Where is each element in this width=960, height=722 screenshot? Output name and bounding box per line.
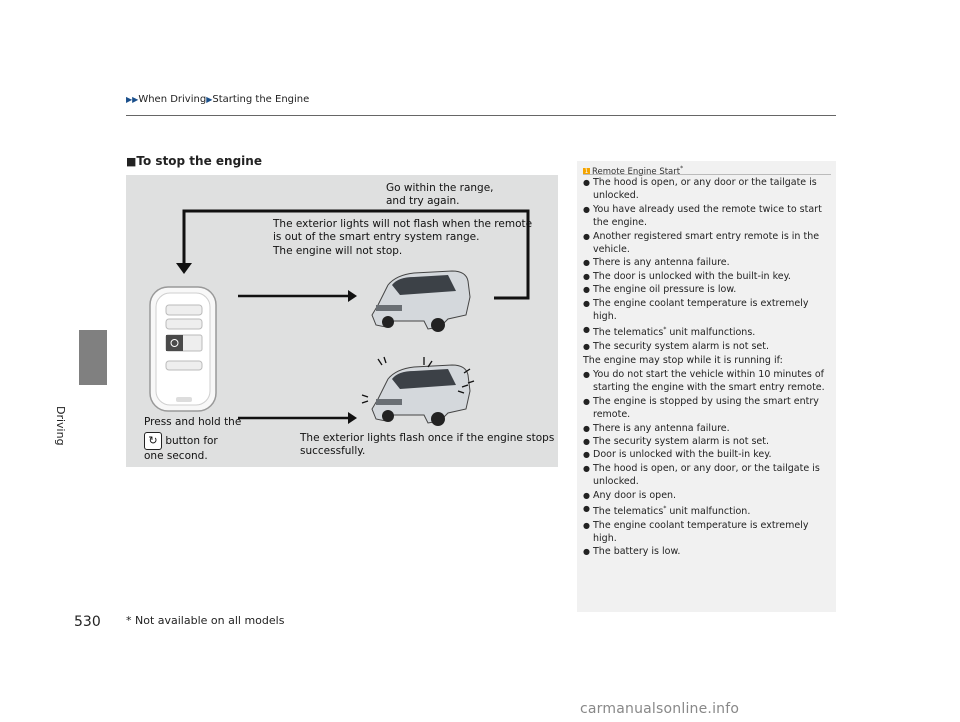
vehicle-icon-lights-off <box>371 270 471 332</box>
range-text: Go within the range, and try again. <box>386 182 494 207</box>
list-item: The engine coolant temperature is extrem… <box>583 519 831 546</box>
breadcrumb-starting-engine[interactable]: Starting the Engine <box>212 94 310 105</box>
list-item: You do not start the vehicle within 10 m… <box>583 368 831 395</box>
press-instruction: Press and hold the ↻ button for one seco… <box>144 416 242 462</box>
list-item: The hood is open, or any door, or the ta… <box>583 462 831 489</box>
list-item: The security system alarm is not set. <box>583 340 831 354</box>
list-item: There is any antenna failure. <box>583 256 831 270</box>
arrowhead-icon <box>348 290 357 302</box>
list-item: Another registered smart entry remote is… <box>583 230 831 257</box>
list-item: The engine coolant temperature is extrem… <box>583 297 831 324</box>
illustration-graphics <box>149 209 530 426</box>
list-item: Any door is open. <box>583 489 831 503</box>
flash-text: The exterior lights flash once if the en… <box>300 432 555 457</box>
retry-loop-arrow <box>182 209 530 300</box>
note-list-start-conditions: The hood is open, or any door or the tai… <box>583 176 831 354</box>
chapter-tab <box>79 330 107 385</box>
list-item: The battery is low. <box>583 545 831 559</box>
note-divider <box>583 174 831 175</box>
chapter-label: Driving <box>54 406 67 446</box>
list-item: The hood is open, or any door or the tai… <box>583 176 831 203</box>
section-bullet-icon: ■ <box>126 155 137 168</box>
retry-arrowhead-icon <box>176 263 192 274</box>
list-item: The telematics* unit malfunction. <box>583 502 831 519</box>
list-item: The security system alarm is not set. <box>583 435 831 449</box>
section-title-text: To stop the engine <box>136 154 262 168</box>
vehicle-icon-lights-flashing <box>361 356 475 426</box>
breadcrumb-when-driving[interactable]: When Driving <box>138 94 207 105</box>
arrowhead-icon <box>348 412 357 424</box>
note-list-stop-conditions: You do not start the vehicle within 10 m… <box>583 368 831 559</box>
page-number: 530 <box>74 614 101 630</box>
list-item: The engine oil pressure is low. <box>583 283 831 297</box>
key-fob-icon <box>149 286 217 412</box>
breadcrumb-arrow-icon: ▶▶ <box>126 95 139 104</box>
flash-lines-icon <box>361 356 475 404</box>
list-item: The engine is stopped by using the smart… <box>583 395 831 422</box>
breadcrumb: ▶▶When Driving▶Starting the Engine <box>126 94 309 105</box>
list-item: You have already used the remote twice t… <box>583 203 831 230</box>
list-item: There is any antenna failure. <box>583 422 831 436</box>
note-marker-icon: 1 <box>583 167 590 175</box>
note-intro: The engine may stop while it is running … <box>583 355 783 366</box>
engine-start-button-icon: ↻ <box>144 431 162 450</box>
header-divider <box>126 115 836 116</box>
watermark: carmanualsonline.info <box>580 701 740 717</box>
no-flash-text: The exterior lights will not flash when … <box>273 218 533 257</box>
footnote: * Not available on all models <box>126 614 285 627</box>
list-item: The telematics* unit malfunctions. <box>583 323 831 340</box>
breadcrumb-arrow-icon: ▶ <box>206 95 213 104</box>
list-item: Door is unlocked with the built-in key. <box>583 448 831 462</box>
section-title: ■To stop the engine <box>126 154 262 168</box>
list-item: The door is unlocked with the built-in k… <box>583 270 831 284</box>
